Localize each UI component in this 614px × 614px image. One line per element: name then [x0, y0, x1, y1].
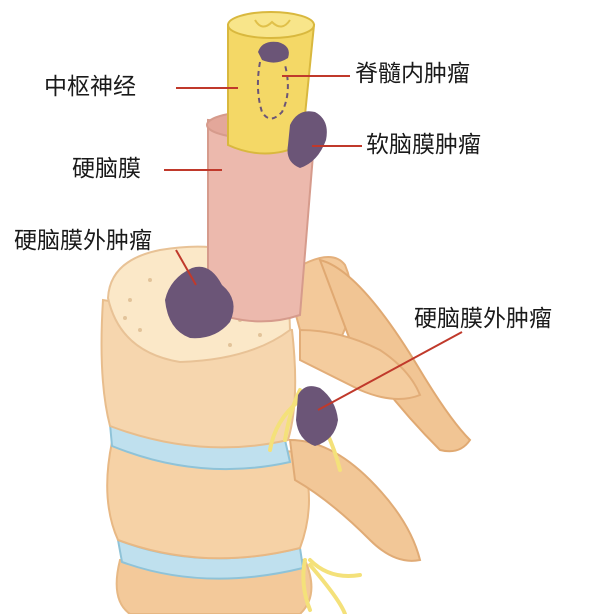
- vertebra-body-middle: [106, 440, 310, 560]
- extradural-tumor-nerve: [296, 386, 338, 446]
- leptomeningeal-tumor: [287, 111, 327, 168]
- label-leptomeningeal-tumor: 软脑膜肿瘤: [366, 132, 481, 158]
- leader-extradural-left: [175, 249, 197, 286]
- label-extradural-tumor-right: 硬脑膜外肿瘤: [414, 306, 552, 332]
- spinous-process: [318, 258, 472, 453]
- label-extradural-tumor-left: 硬脑膜外肿瘤: [14, 228, 152, 254]
- transverse-process: [299, 328, 422, 400]
- intramedullary-tumor: [256, 41, 289, 120]
- label-dura: 硬脑膜: [72, 156, 141, 182]
- lower-arch: [288, 438, 422, 562]
- extradural-tumor-vertebra: [165, 266, 234, 339]
- leader-lines: [164, 75, 463, 411]
- leader-extradural-right: [317, 331, 463, 411]
- label-central-nerve: 中枢神经: [44, 74, 136, 100]
- label-intramedullary-tumor: 脊髓内肿瘤: [355, 61, 470, 87]
